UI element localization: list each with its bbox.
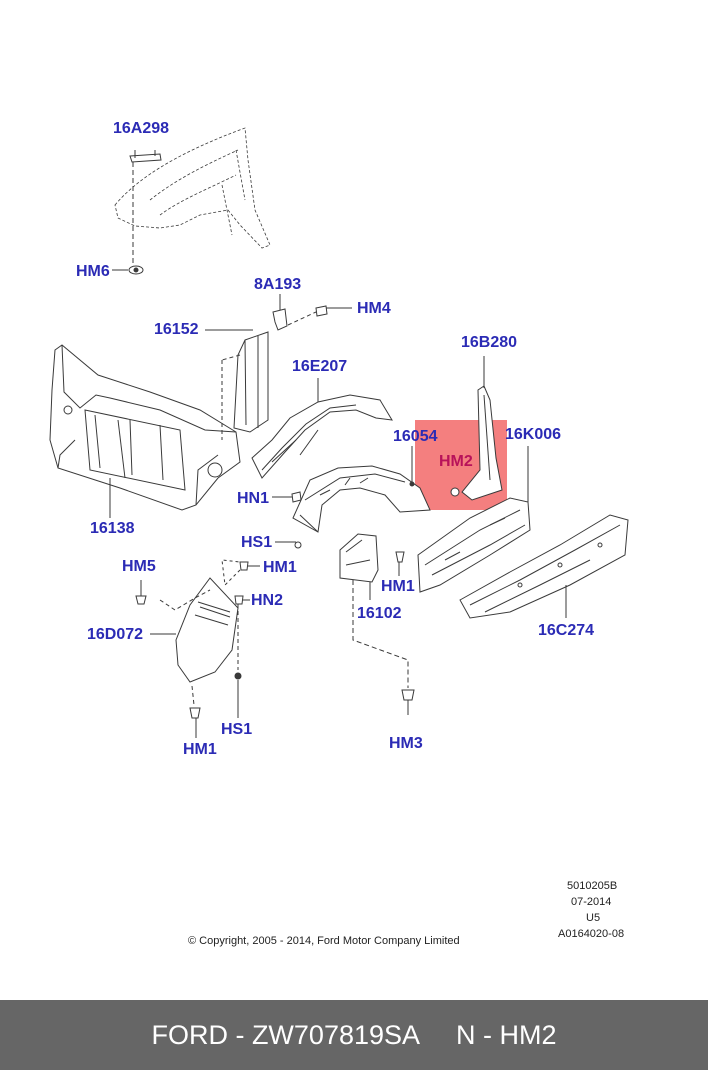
deflector-16D072 <box>175 577 239 683</box>
pushpin-HM5 <box>135 595 147 605</box>
diagram-code-1: 5010205B <box>567 880 618 892</box>
radiator-support-16138 <box>49 344 241 511</box>
label-HS1-lower: HS1 <box>221 721 253 738</box>
clip-HM1-left <box>239 561 249 571</box>
diagram-code-4: A0164020-08 <box>558 928 625 940</box>
footer-text: FORD - ZW707819SA N - HM2 <box>151 1019 557 1050</box>
label-HM6: HM6 <box>76 263 110 280</box>
bolt-HM4 <box>315 305 328 317</box>
liner-16E207 <box>251 394 393 479</box>
label-HS1-upper: HS1 <box>241 534 273 551</box>
nut-HN2 <box>234 595 244 605</box>
label-16E207: 16E207 <box>292 358 348 375</box>
label-HN1: HN1 <box>237 490 270 507</box>
shield-16102 <box>339 533 379 583</box>
label-16D072: 16D072 <box>87 626 144 643</box>
label-16152: 16152 <box>154 321 199 338</box>
clip-8A193 <box>272 308 288 331</box>
bracket-16152 <box>233 331 269 433</box>
label-HM4: HM4 <box>357 300 391 317</box>
frame-rail-16C274 <box>459 514 629 619</box>
parts-diagram <box>49 127 629 738</box>
label-16B280: 16B280 <box>461 334 518 351</box>
label-HM1-lower: HM1 <box>183 741 217 758</box>
label-HM3: HM3 <box>389 735 423 752</box>
label-HM1-upper: HM1 <box>263 559 297 576</box>
screw-HM6 <box>128 265 144 275</box>
pushpin-HM3 <box>401 689 415 715</box>
wheelhouse-16054 <box>292 465 431 533</box>
fender-outline <box>114 127 271 249</box>
label-16054: 16054 <box>393 428 438 445</box>
rail-16B280 <box>450 385 503 501</box>
diagram-code-2: 07-2014 <box>571 896 612 908</box>
label-16K006: 16K006 <box>505 426 562 443</box>
label-8A193: 8A193 <box>254 276 302 293</box>
nut-HN1 <box>291 491 302 503</box>
label-HM5: HM5 <box>122 558 156 575</box>
copyright-text: © Copyright, 2005 - 2014, Ford Motor Com… <box>188 935 460 947</box>
label-HM1-center: HM1 <box>381 578 415 595</box>
bracket-16A298 <box>129 150 162 163</box>
part-number-footer: FORD - ZW707819SA N - HM2 <box>0 1000 708 1070</box>
label-16C274: 16C274 <box>538 622 595 639</box>
label-HM2-highlighted: HM2 <box>439 453 473 470</box>
label-16A298: 16A298 <box>113 120 170 137</box>
apron-16K006 <box>417 497 531 593</box>
clip-HM1-center <box>395 551 405 563</box>
diagram-code-3: U5 <box>586 912 601 924</box>
clip-HM1-bottom <box>189 707 201 719</box>
label-16102: 16102 <box>357 605 402 622</box>
label-16138: 16138 <box>90 520 135 537</box>
label-HN2: HN2 <box>251 592 284 609</box>
